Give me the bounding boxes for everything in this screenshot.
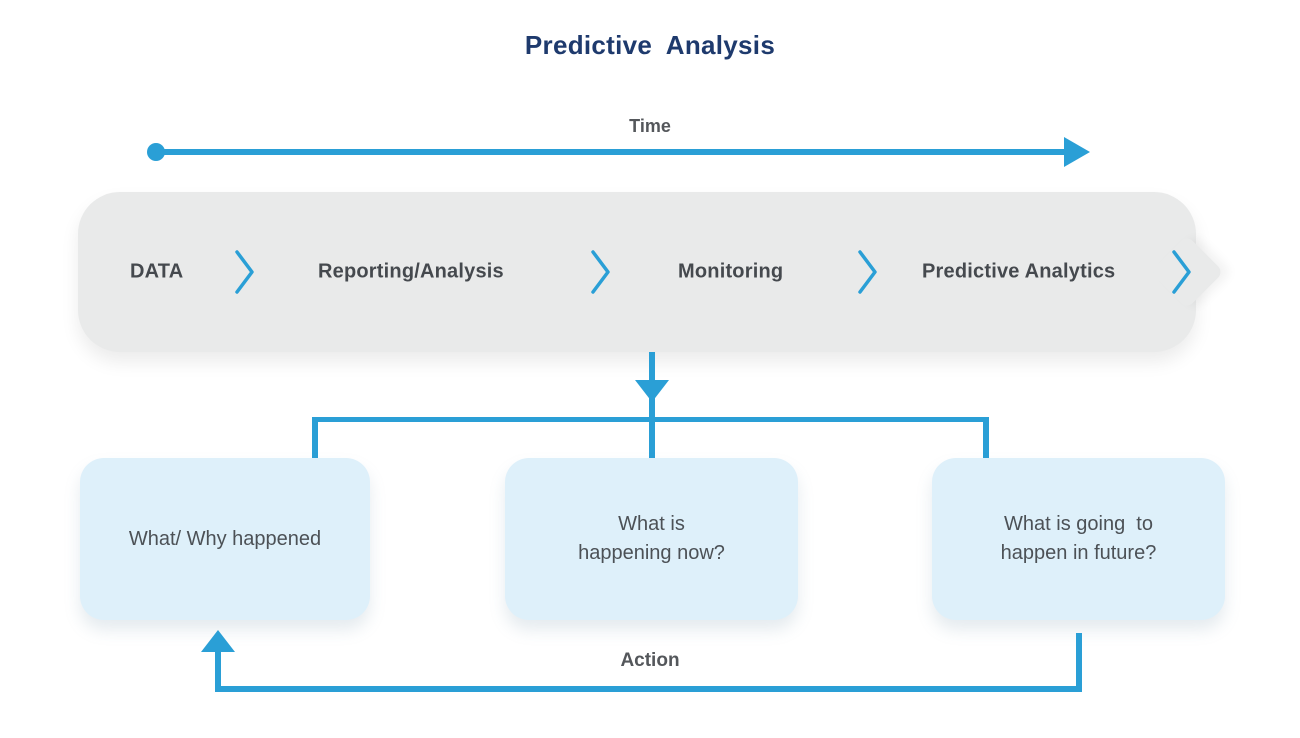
center-connector-line xyxy=(649,352,655,458)
question-box-present: What is happening now? xyxy=(505,458,798,620)
down-arrowhead-icon xyxy=(635,380,669,402)
action-loop-bottom-line xyxy=(215,686,1082,692)
left-branch-line xyxy=(312,417,318,461)
branch-connector-line xyxy=(312,417,989,422)
question-text: What is going to xyxy=(1004,513,1153,535)
up-arrowhead-icon xyxy=(201,630,235,652)
stage-data: DATA xyxy=(130,260,184,283)
stage-monitoring: Monitoring xyxy=(678,260,784,283)
action-loop-left-line xyxy=(215,650,221,692)
question-text: What/ Why happened xyxy=(128,527,322,550)
stage-reporting-analysis: Reporting/Analysis xyxy=(318,260,504,283)
question-box-past: What/ Why happened xyxy=(80,458,370,620)
right-branch-line xyxy=(983,417,989,458)
time-axis-line xyxy=(155,149,1067,155)
action-loop-right-line xyxy=(1076,633,1082,692)
chevron-right-icon xyxy=(858,250,877,294)
stage-predictive-analytics: Predictive Analytics xyxy=(922,260,1116,283)
chevron-right-icon xyxy=(591,250,610,294)
time-axis-label: Time xyxy=(629,116,671,136)
question-text: happen in future? xyxy=(1000,542,1157,564)
question-text: What is xyxy=(618,513,685,535)
chevron-right-icon xyxy=(1172,250,1191,294)
chevron-right-icon xyxy=(235,250,254,294)
page-title: Predictive Analysis xyxy=(524,30,776,60)
action-loop-label: Action xyxy=(620,650,680,671)
question-box-future: What is going to happen in future? xyxy=(932,458,1225,620)
pipeline-banner: DATA Reporting/Analysis Monitoring Predi… xyxy=(78,192,1224,352)
time-axis-arrowhead-icon xyxy=(1064,137,1090,167)
question-text: happening now? xyxy=(578,542,725,564)
